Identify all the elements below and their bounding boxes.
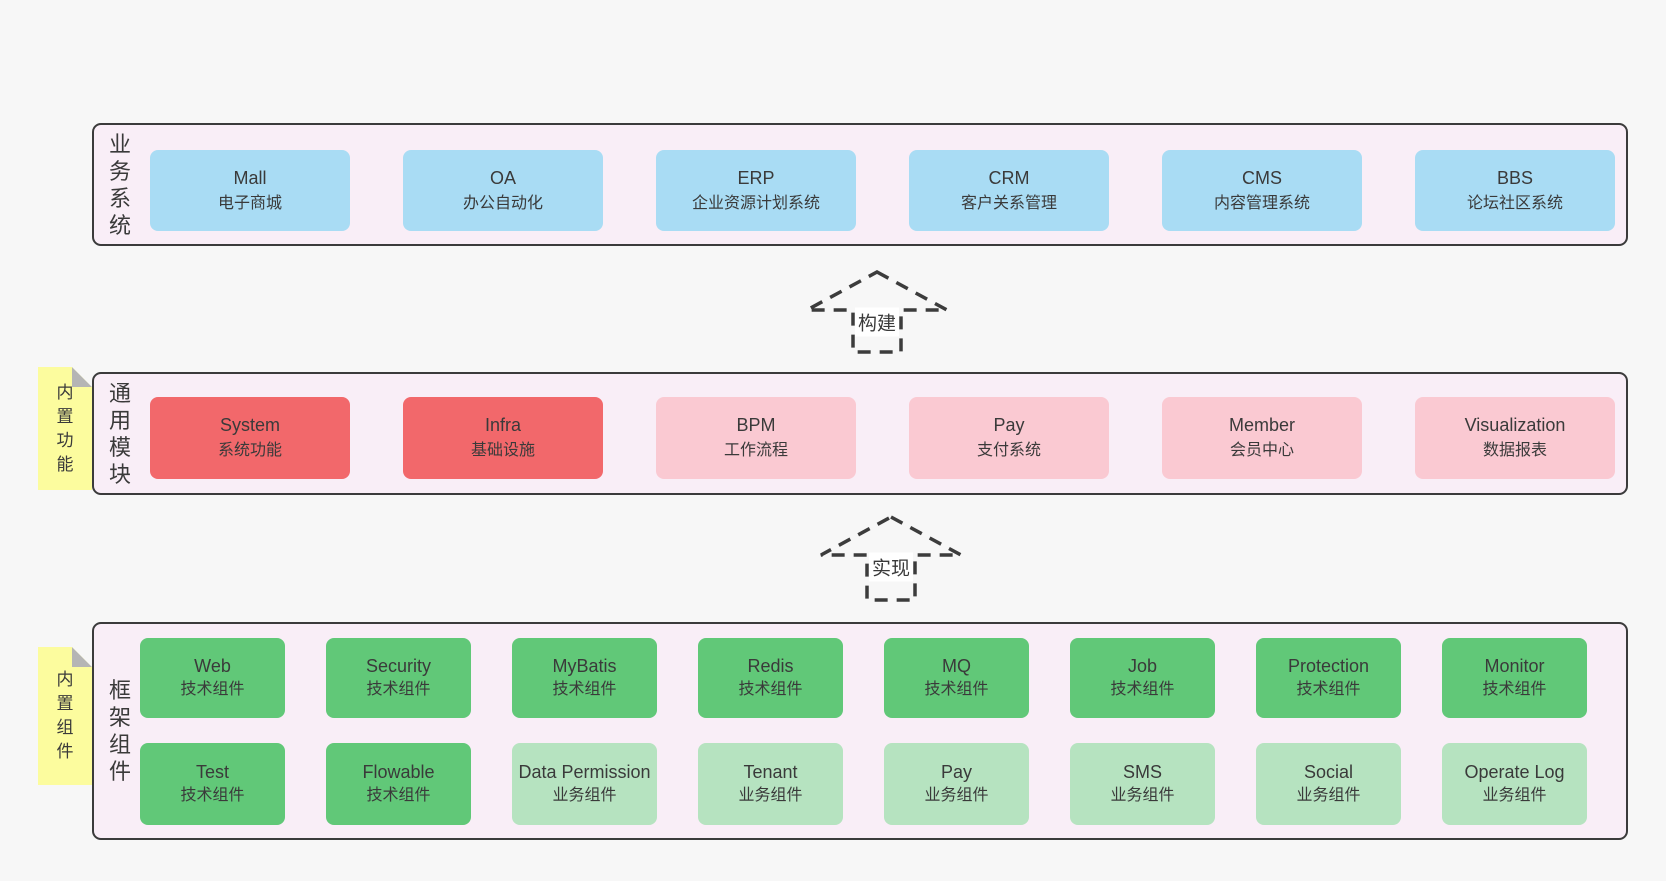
box-subtitle: 业务组件: [924, 787, 989, 804]
builtin-functions-note: 内置功能: [38, 367, 92, 490]
component-box-social: Social 业务组件: [1256, 743, 1401, 825]
module-box-infra: Infra 基础设施: [403, 397, 603, 479]
component-box-mq: MQ 技术组件: [884, 638, 1029, 718]
box-name: Pay: [940, 762, 973, 782]
box-name: Tenant: [743, 762, 798, 782]
box-name: Operate Log: [1464, 762, 1565, 782]
box-name: Security: [365, 656, 432, 676]
box-subtitle: 技术组件: [1482, 681, 1547, 698]
box-name: System: [219, 415, 280, 435]
box-name: Test: [195, 762, 229, 782]
modules-layer-label: 通用模块: [108, 380, 131, 487]
build-arrow-icon: [806, 270, 948, 354]
box-name: Monitor: [1484, 656, 1545, 676]
box-name: Pay: [993, 415, 1025, 435]
business-layer-label: 业务系统: [108, 131, 131, 238]
box-name: Redis: [747, 656, 794, 676]
box-subtitle: 技术组件: [366, 787, 431, 804]
component-box-test: Test 技术组件: [140, 743, 285, 825]
box-subtitle: 内容管理系统: [1213, 194, 1310, 212]
module-box-bpm: BPM 工作流程: [656, 397, 856, 479]
component-box-operate-log: Operate Log 业务组件: [1442, 743, 1587, 825]
implement-arrow-label: 实现: [868, 552, 914, 582]
box-subtitle: 技术组件: [180, 681, 245, 698]
box-name: CMS: [1242, 167, 1282, 188]
module-box-pay: Pay 支付系统: [909, 397, 1109, 479]
builtin-components-note: 内置组件: [38, 647, 92, 785]
box-subtitle: 办公自动化: [462, 194, 543, 212]
box-name: Web: [194, 656, 231, 676]
component-box-security: Security 技术组件: [326, 638, 471, 718]
component-box-tenant: Tenant 业务组件: [698, 743, 843, 825]
note-text: 内置组件: [56, 670, 74, 761]
box-subtitle: 业务组件: [552, 787, 617, 804]
box-subtitle: 业务组件: [1110, 787, 1175, 804]
box-subtitle: 业务组件: [1482, 787, 1547, 804]
box-subtitle: 工作流程: [723, 442, 788, 459]
box-name: Flowable: [362, 762, 435, 782]
business-box-mall: Mall 电子商城: [150, 150, 350, 231]
box-name: Job: [1127, 656, 1158, 676]
box-subtitle: 技术组件: [1296, 681, 1361, 698]
box-name: Protection: [1287, 656, 1370, 676]
box-name: MQ: [942, 656, 971, 676]
box-name: Member: [1228, 415, 1295, 435]
box-name: BPM: [736, 415, 776, 435]
box-name: SMS: [1122, 762, 1162, 782]
box-subtitle: 企业资源计划系统: [691, 194, 820, 212]
box-subtitle: 数据报表: [1482, 442, 1547, 459]
note-fold-corner-icon: [72, 367, 92, 387]
module-box-visualization: Visualization 数据报表: [1415, 397, 1615, 479]
box-subtitle: 系统功能: [217, 442, 282, 459]
note-text: 内置功能: [56, 382, 74, 474]
component-box-redis: Redis 技术组件: [698, 638, 843, 718]
business-box-oa: OA 办公自动化: [403, 150, 603, 231]
box-subtitle: 业务组件: [738, 787, 803, 804]
component-box-pay: Pay 业务组件: [884, 743, 1029, 825]
component-box-web: Web 技术组件: [140, 638, 285, 718]
business-systems-layer: 业务系统 Mall 电子商城 OA 办公自动化 ERP 企业资源计划系统 CRM…: [92, 123, 1628, 246]
box-name: BBS: [1496, 167, 1534, 188]
business-box-bbs: BBS 论坛社区系统: [1415, 150, 1615, 231]
note-fold-corner-icon: [72, 647, 92, 667]
box-name: Social: [1303, 762, 1354, 782]
box-subtitle: 客户关系管理: [960, 194, 1057, 212]
component-box-mybatis: MyBatis 技术组件: [512, 638, 657, 718]
box-name: Visualization: [1464, 415, 1566, 435]
box-subtitle: 技术组件: [738, 681, 803, 698]
box-name: CRM: [988, 167, 1030, 188]
box-subtitle: 支付系统: [976, 442, 1041, 459]
box-name: Data Permission: [518, 762, 651, 782]
box-subtitle: 论坛社区系统: [1466, 194, 1563, 212]
box-subtitle: 技术组件: [1110, 681, 1175, 698]
business-box-cms: CMS 内容管理系统: [1162, 150, 1362, 231]
box-name: ERP: [737, 167, 775, 188]
module-box-member: Member 会员中心: [1162, 397, 1362, 479]
box-subtitle: 电子商城: [217, 194, 282, 212]
box-name: MyBatis: [552, 656, 617, 676]
framework-components-layer: 框架组件 Web 技术组件 Security 技术组件 MyBatis 技术组件…: [92, 622, 1628, 840]
business-box-crm: CRM 客户关系管理: [909, 150, 1109, 231]
box-subtitle: 技术组件: [366, 681, 431, 698]
module-box-system: System 系统功能: [150, 397, 350, 479]
component-box-protection: Protection 技术组件: [1256, 638, 1401, 718]
build-arrow-label: 构建: [854, 307, 900, 337]
component-box-data-permission: Data Permission 业务组件: [512, 743, 657, 825]
component-box-job: Job 技术组件: [1070, 638, 1215, 718]
box-subtitle: 会员中心: [1229, 442, 1294, 459]
box-name: Infra: [484, 415, 522, 435]
box-subtitle: 技术组件: [180, 787, 245, 804]
component-box-sms: SMS 业务组件: [1070, 743, 1215, 825]
box-name: OA: [489, 167, 516, 188]
box-subtitle: 业务组件: [1296, 787, 1361, 804]
components-layer-label: 框架组件: [108, 678, 131, 784]
component-box-monitor: Monitor 技术组件: [1442, 638, 1587, 718]
box-subtitle: 技术组件: [924, 681, 989, 698]
common-modules-layer: 通用模块 System 系统功能 Infra 基础设施 BPM 工作流程 Pay…: [92, 372, 1628, 495]
business-box-erp: ERP 企业资源计划系统: [656, 150, 856, 231]
box-subtitle: 技术组件: [552, 681, 617, 698]
component-box-flowable: Flowable 技术组件: [326, 743, 471, 825]
box-subtitle: 基础设施: [470, 442, 535, 459]
box-name: Mall: [233, 167, 267, 188]
